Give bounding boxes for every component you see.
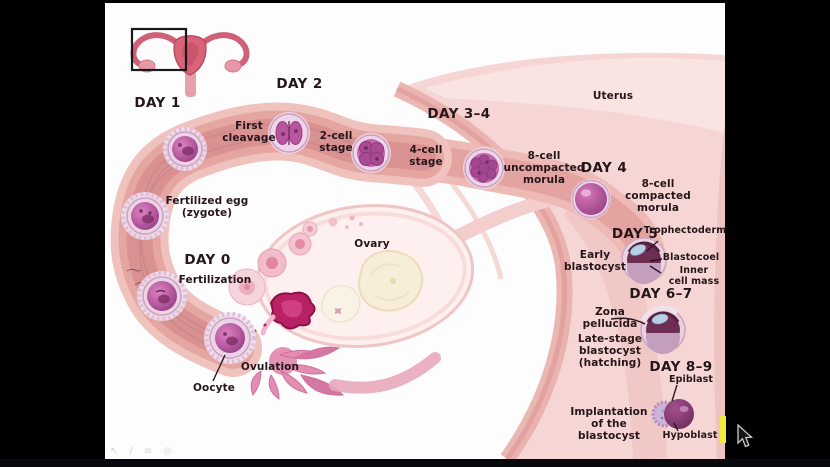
letterbox-right [725, 0, 830, 467]
label-implantation: Implantation of the blastocyst [570, 406, 648, 442]
label-hypoblast: Hypoblast [662, 430, 718, 441]
label-day6-7: DAY 6–7 [629, 286, 693, 302]
inset-highlight-frame [130, 27, 188, 72]
lines-tool-icon[interactable]: ≡ [143, 446, 153, 457]
label-uterus: Uterus [592, 90, 634, 102]
label-2-cell-stage: 2-cell stage [319, 130, 353, 154]
label-inner-cell-mass: Inner cell mass [668, 265, 720, 287]
mouse-cursor [737, 424, 754, 448]
label-day0: DAY 0 [184, 252, 231, 268]
highlight-marker [720, 416, 726, 443]
label-late-stage-blastocyst: Late-stage blastocyst (hatching) [577, 333, 643, 369]
label-trophectoderm: Trophectoderm [643, 225, 725, 236]
label-8-cell-uncompacted: 8-cell uncompacted morula [503, 150, 585, 186]
label-early-blastocyst: Early blastocyst [563, 249, 627, 273]
annotation-toolbar: ↖ ∕ ≡ ◎ [110, 446, 172, 457]
label-ovulation: Ovulation [240, 361, 300, 373]
letterbox-bottom [0, 459, 830, 467]
label-oocyte: Oocyte [193, 382, 235, 394]
label-ovary: Ovary [354, 238, 390, 250]
uterus-inset-illustration [130, 27, 250, 97]
arrow-tool-icon[interactable]: ↖ [110, 446, 119, 457]
label-day5: DAY 5 [611, 226, 659, 242]
label-zona-pellucida: Zona pellucida [582, 306, 638, 330]
label-first-cleavage: First cleavage [222, 120, 276, 144]
label-day1: DAY 1 [134, 95, 181, 111]
label-day8-9: DAY 8–9 [649, 359, 713, 375]
embryo-diagram-artwork [110, 27, 725, 459]
label-blastocoel: Blastocoel [662, 252, 720, 263]
pen-tool-icon[interactable]: ∕ [129, 446, 133, 457]
label-day2: DAY 2 [276, 76, 323, 92]
label-epiblast: Epiblast [668, 374, 713, 385]
label-fertilization: Fertilization [178, 274, 252, 286]
label-fertilized-egg: Fertilized egg (zygote) [165, 195, 249, 219]
label-8-cell-compacted: 8-cell compacted morula [625, 178, 691, 214]
ring-tool-icon[interactable]: ◎ [163, 446, 172, 457]
label-4-cell-stage: 4-cell stage [409, 144, 443, 168]
letterbox-left [0, 0, 105, 467]
slide-content: DAY 1 DAY 2 DAY 3–4 DAY 4 DAY 5 DAY 6–7 … [105, 3, 725, 459]
label-day3-4: DAY 3–4 [427, 106, 491, 122]
label-day4: DAY 4 [580, 160, 628, 176]
